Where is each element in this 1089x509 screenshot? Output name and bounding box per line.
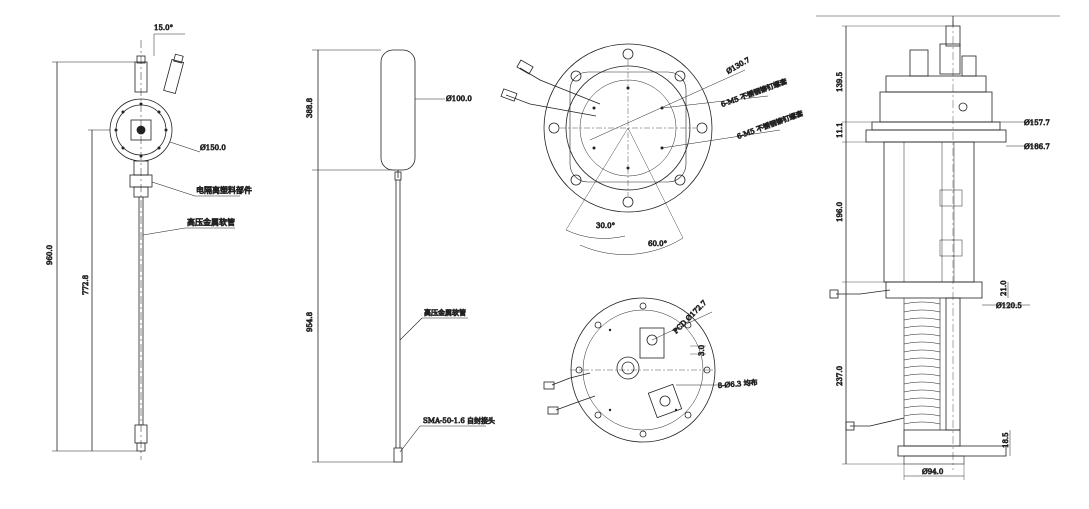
bellows	[903, 298, 941, 430]
diameter-label-150: Ø150.0	[200, 144, 226, 152]
upper-housing	[885, 75, 987, 93]
outer-flange	[543, 43, 713, 213]
dia-label-120: Ø120.5	[996, 302, 1022, 310]
view-bottom-flange	[543, 297, 720, 443]
base-plate	[897, 445, 1007, 457]
dia-label-186: Ø186.7	[1024, 143, 1050, 151]
holes-label: 8-Ø6.3 均布	[717, 378, 758, 390]
instrument-center	[939, 43, 961, 75]
callout-rivet-nut-b: 6-M5 不锈钢铆钉螺套	[736, 109, 805, 141]
self-seal-connector	[393, 447, 403, 463]
angle-label-30: 30.0°	[596, 222, 615, 230]
diameter-label-100: Ø100.0	[446, 95, 472, 103]
base-block	[903, 429, 961, 447]
flange-holes	[548, 48, 708, 208]
dim-label-196: 196.0	[836, 202, 844, 222]
callout-hose: 高压金属软管	[187, 217, 235, 227]
bottom-cable-b	[555, 395, 596, 411]
top-flange	[871, 121, 1001, 131]
housing-body	[879, 91, 993, 123]
dim-label-139: 139.5	[836, 72, 844, 92]
side-cable-lower	[850, 417, 905, 427]
instrument-left	[909, 49, 929, 77]
bottom-cable-a	[551, 372, 591, 386]
callout-connector: SMA-50-1.6 自封接头	[423, 416, 495, 425]
dim-label-237: 237.0	[836, 366, 844, 386]
dim-label-21: 21.0	[1000, 280, 1008, 296]
dim-label-11: 11.1	[836, 122, 844, 138]
center-port-outer	[616, 356, 640, 380]
valve-port-bottom	[647, 383, 683, 419]
dim-label-18: 18.5	[1002, 432, 1010, 448]
instrument-right	[961, 55, 977, 77]
callout-rivet-nut-a: 6-M5 不锈钢铆钉螺套	[720, 77, 789, 109]
view-vertical-assembly	[816, 15, 1060, 480]
view-valve-assembly	[52, 33, 240, 460]
callout-tank-hose: 高压金属软管	[424, 308, 466, 317]
diameter-label-130: Ø130.7	[725, 56, 751, 76]
flange-bolt-holes	[114, 102, 168, 158]
angled-fitting	[163, 53, 185, 94]
angle-label-15: 15.0°	[154, 24, 173, 32]
cable-b	[505, 94, 597, 117]
height-label-772: 772.8	[82, 275, 90, 295]
cable-a	[519, 67, 601, 105]
main-column	[883, 141, 975, 283]
height-label-954: 954.8	[306, 312, 314, 332]
angle-label-60: 60.0°	[648, 240, 667, 248]
dia-label-157: Ø157.7	[1024, 119, 1050, 127]
height-label-388: 388.8	[306, 98, 314, 118]
tank-outlet	[394, 171, 402, 181]
main-flange	[865, 129, 1007, 143]
view-tank	[312, 49, 486, 463]
center-port-inner	[621, 361, 635, 375]
height-label-960: 960.0	[46, 245, 54, 265]
tank-body	[380, 49, 416, 171]
side-cable-upper	[836, 289, 891, 295]
callout-insulation: 电隔离塑料部件	[196, 185, 252, 195]
collar	[885, 281, 983, 299]
valve-port-top	[639, 327, 665, 359]
offset-label: 3.0	[698, 345, 706, 356]
dia-label-94: Ø94.0	[922, 468, 943, 476]
view-top-flange	[500, 43, 781, 255]
